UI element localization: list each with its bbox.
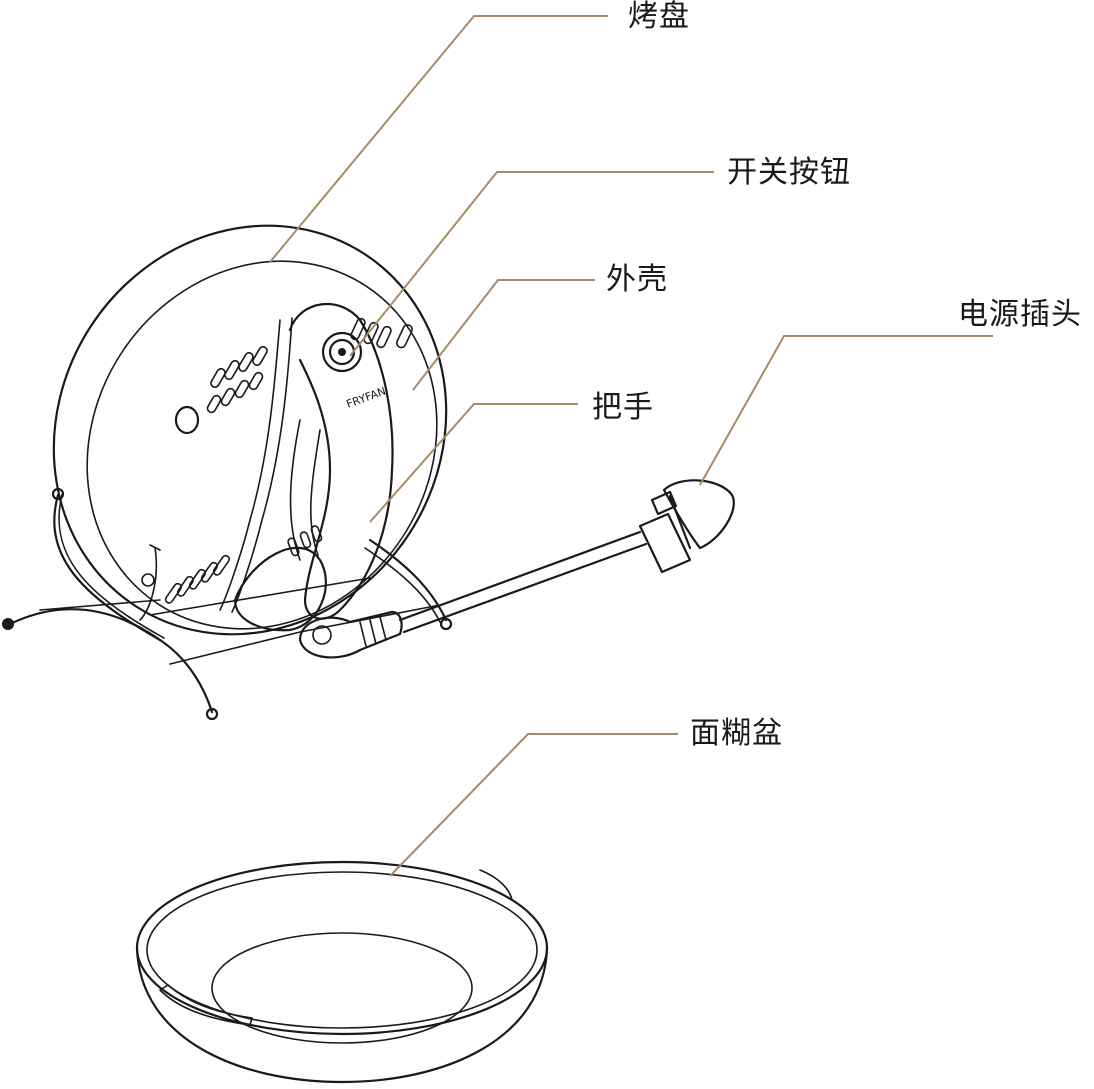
leader-grill-plate [269, 15, 608, 263]
label-power-switch: 开关按钮 [727, 155, 851, 190]
leader-batter-bowl [389, 733, 678, 877]
label-grill-plate: 烤盘 [628, 0, 690, 34]
power-cord [298, 479, 735, 659]
label-batter-bowl: 面糊盆 [690, 716, 783, 751]
vent-slots-bottom [164, 554, 231, 604]
brand-mark: FRYFAN [345, 385, 388, 411]
vent-slots-right [350, 317, 413, 349]
label-handle: 把手 [592, 390, 654, 425]
wire-stand [2, 487, 453, 721]
power-switch-illustration [321, 331, 363, 373]
leader-lines [269, 15, 993, 877]
leader-power-plug [699, 335, 993, 486]
leader-outer-shell [412, 279, 595, 391]
grill-plate-illustration [52, 224, 448, 636]
vent-slots-left [206, 346, 268, 414]
leader-handle [369, 403, 578, 523]
label-power-plug: 电源插头 [958, 297, 1082, 332]
screw-hole [174, 405, 200, 435]
label-outer-shell: 外壳 [606, 262, 668, 297]
batter-bowl-illustration [135, 860, 549, 1084]
leader-power-switch [349, 171, 714, 357]
